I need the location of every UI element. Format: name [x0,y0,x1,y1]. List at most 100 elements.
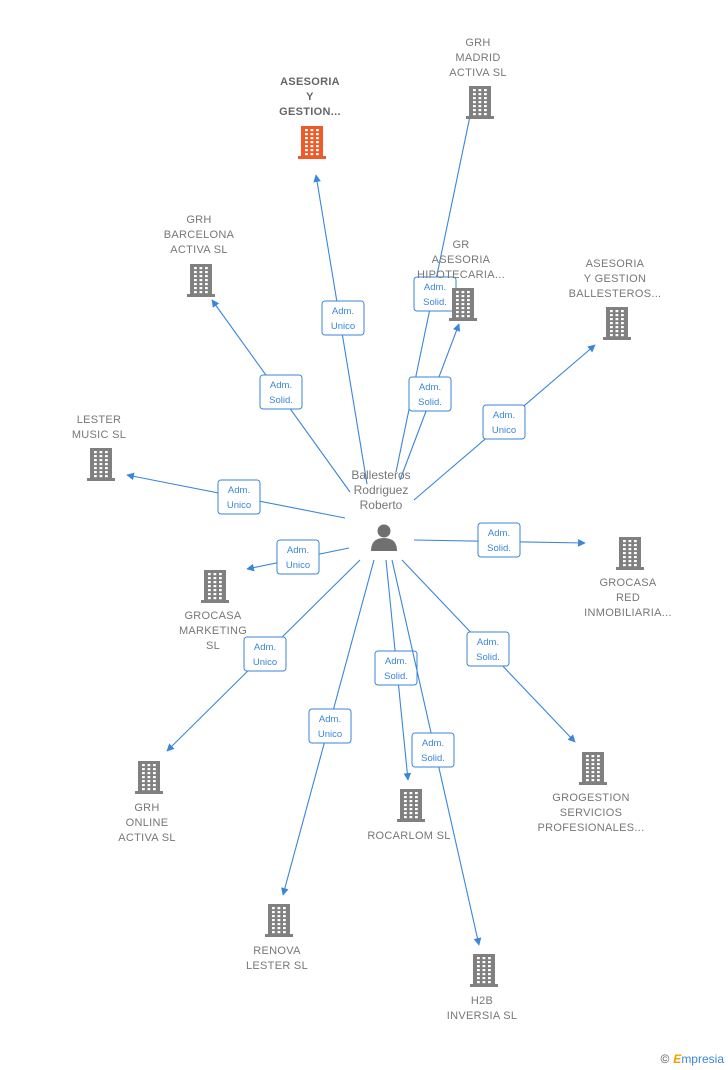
company-name: LESTER [77,414,122,426]
company-name: MADRID [455,52,500,64]
relation-badge-lester-music[interactable]: Adm. Unico [217,479,261,515]
company-name: LESTER SL [246,960,308,972]
relation-text: Adm. [493,410,515,421]
relation-badge-asesoria-y-gestion-ballesteros[interactable]: Adm. Unico [482,404,526,440]
company-name: INVERSIA SL [447,1010,518,1022]
relation-badge-grh-madrid-activa[interactable]: Adm.Solid. [413,276,457,312]
relation-text: Adm. [270,380,292,391]
relation-box [276,539,320,575]
company-name: PROFESIONALES... [538,822,645,834]
company-name: SERVICIOS [560,807,622,819]
company-name: BALLESTEROS... [569,288,662,300]
relation-badge-grh-barcelona-activa[interactable]: Adm. Solid. [259,374,303,410]
company-name: GR [452,239,469,251]
relation-badge-renova-lester[interactable]: Adm. Unico [308,708,352,744]
relation-badge-gr-asesoria-hipotecaria[interactable]: Adm. Solid. [408,376,452,412]
relation-text: Adm. [319,714,341,725]
relation-text: Solid. [421,753,445,764]
relation-box [411,732,455,768]
relation-text: Adm. [254,642,276,653]
relation-text: Solid. [476,652,500,663]
company-node-rocarlom[interactable]: ROCARLOM SL [367,789,450,842]
relation-text: Solid. [487,543,511,554]
building-icon [187,264,215,297]
relation-box [477,522,521,558]
relation-badge-grocasa-marketing[interactable]: Adm.Unico [276,539,320,575]
relation-text: Solid. [269,395,293,406]
relation-box [374,650,418,686]
company-name: GRH [186,214,211,226]
relation-badge-grogestion-servicios-profesionales[interactable]: Adm. Solid. [466,631,510,667]
company-name: ROCARLOM SL [367,830,450,842]
relation-badge-grh-online-activa[interactable]: Adm. Unico [243,636,287,672]
company-name: GROGESTION [552,792,630,804]
company-name: SL [206,640,220,652]
relation-text: Adm. [385,656,407,667]
company-name: HIPOTECARIA... [417,269,505,281]
company-node-asesoria-y-gestion[interactable]: ASESORIAYGESTION... [279,76,341,159]
edges-layer: Adm.UnicoAdm.Solid.Adm.Solid.Adm.Solid.A… [126,91,596,946]
company-name: GROCASA [184,610,241,622]
building-icon [603,307,631,340]
company-name: ASESORIA [432,254,491,266]
relation-text: Unico [253,657,277,668]
person-name: Roberto [360,498,403,512]
company-name: ACTIVA SL [449,67,507,79]
company-name: RED [616,592,640,604]
relation-text: Solid. [418,397,442,408]
relation-text: Unico [318,729,342,740]
building-icon [466,86,494,119]
copyright-icon: © [660,1052,670,1066]
building-icon [135,761,163,794]
relation-text: Adm. [424,282,446,293]
company-name: RENOVA [253,945,301,957]
company-name: GESTION... [279,106,341,118]
relation-text: Adm. [488,528,510,539]
relation-text: Adm. [228,485,250,496]
company-node-renova-lester[interactable]: RENOVA LESTER SL [246,904,308,972]
relation-box [259,374,303,410]
company-node-grocasa-red-inmobiliaria[interactable]: GROCASA RED INMOBILIARIA... [584,537,672,619]
relation-text: Adm. [287,545,309,556]
relation-text: Unico [331,321,355,332]
relation-badge-h2b-inversia[interactable]: Adm. Solid. [411,732,455,768]
company-name: GROCASA [599,577,656,589]
relation-box [308,708,352,744]
relation-badge-rocarlom[interactable]: Adm.Solid. [374,650,418,686]
company-name: GRH [134,802,159,814]
company-node-grogestion-servicios-profesionales[interactable]: GROGESTION SERVICIOS PROFESIONALES... [538,752,645,834]
person-name: Rodriguez [354,483,409,497]
building-icon [201,570,229,603]
person-icon [371,524,397,551]
company-node-gr-asesoria-hipotecaria[interactable]: GR ASESORIA HIPOTECARIA... [417,239,505,321]
relation-box [482,404,526,440]
relation-box [243,636,287,672]
relation-text: Adm. [477,637,499,648]
relation-text: Adm. [422,738,444,749]
relation-badge-grocasa-red-inmobiliaria[interactable]: Adm. Solid. [477,522,521,558]
company-name: MARKETING [179,625,247,637]
building-icon [298,126,326,159]
relation-badge-asesoria-y-gestion[interactable]: Adm. Unico [321,300,365,336]
company-name: ASESORIA [586,258,645,270]
company-node-grocasa-marketing[interactable]: GROCASA MARKETING SL [179,570,247,652]
relation-text: Adm. [332,306,354,317]
building-icon [397,789,425,822]
relation-text: Adm. [419,382,441,393]
company-name: ACTIVA SL [118,832,176,844]
relation-box [321,300,365,336]
relation-text: Unico [227,500,251,511]
company-name: H2B [471,995,493,1007]
company-node-h2b-inversia[interactable]: H2B INVERSIA SL [447,954,518,1022]
company-name: INMOBILIARIA... [584,607,672,619]
relation-text: Unico [492,425,516,436]
